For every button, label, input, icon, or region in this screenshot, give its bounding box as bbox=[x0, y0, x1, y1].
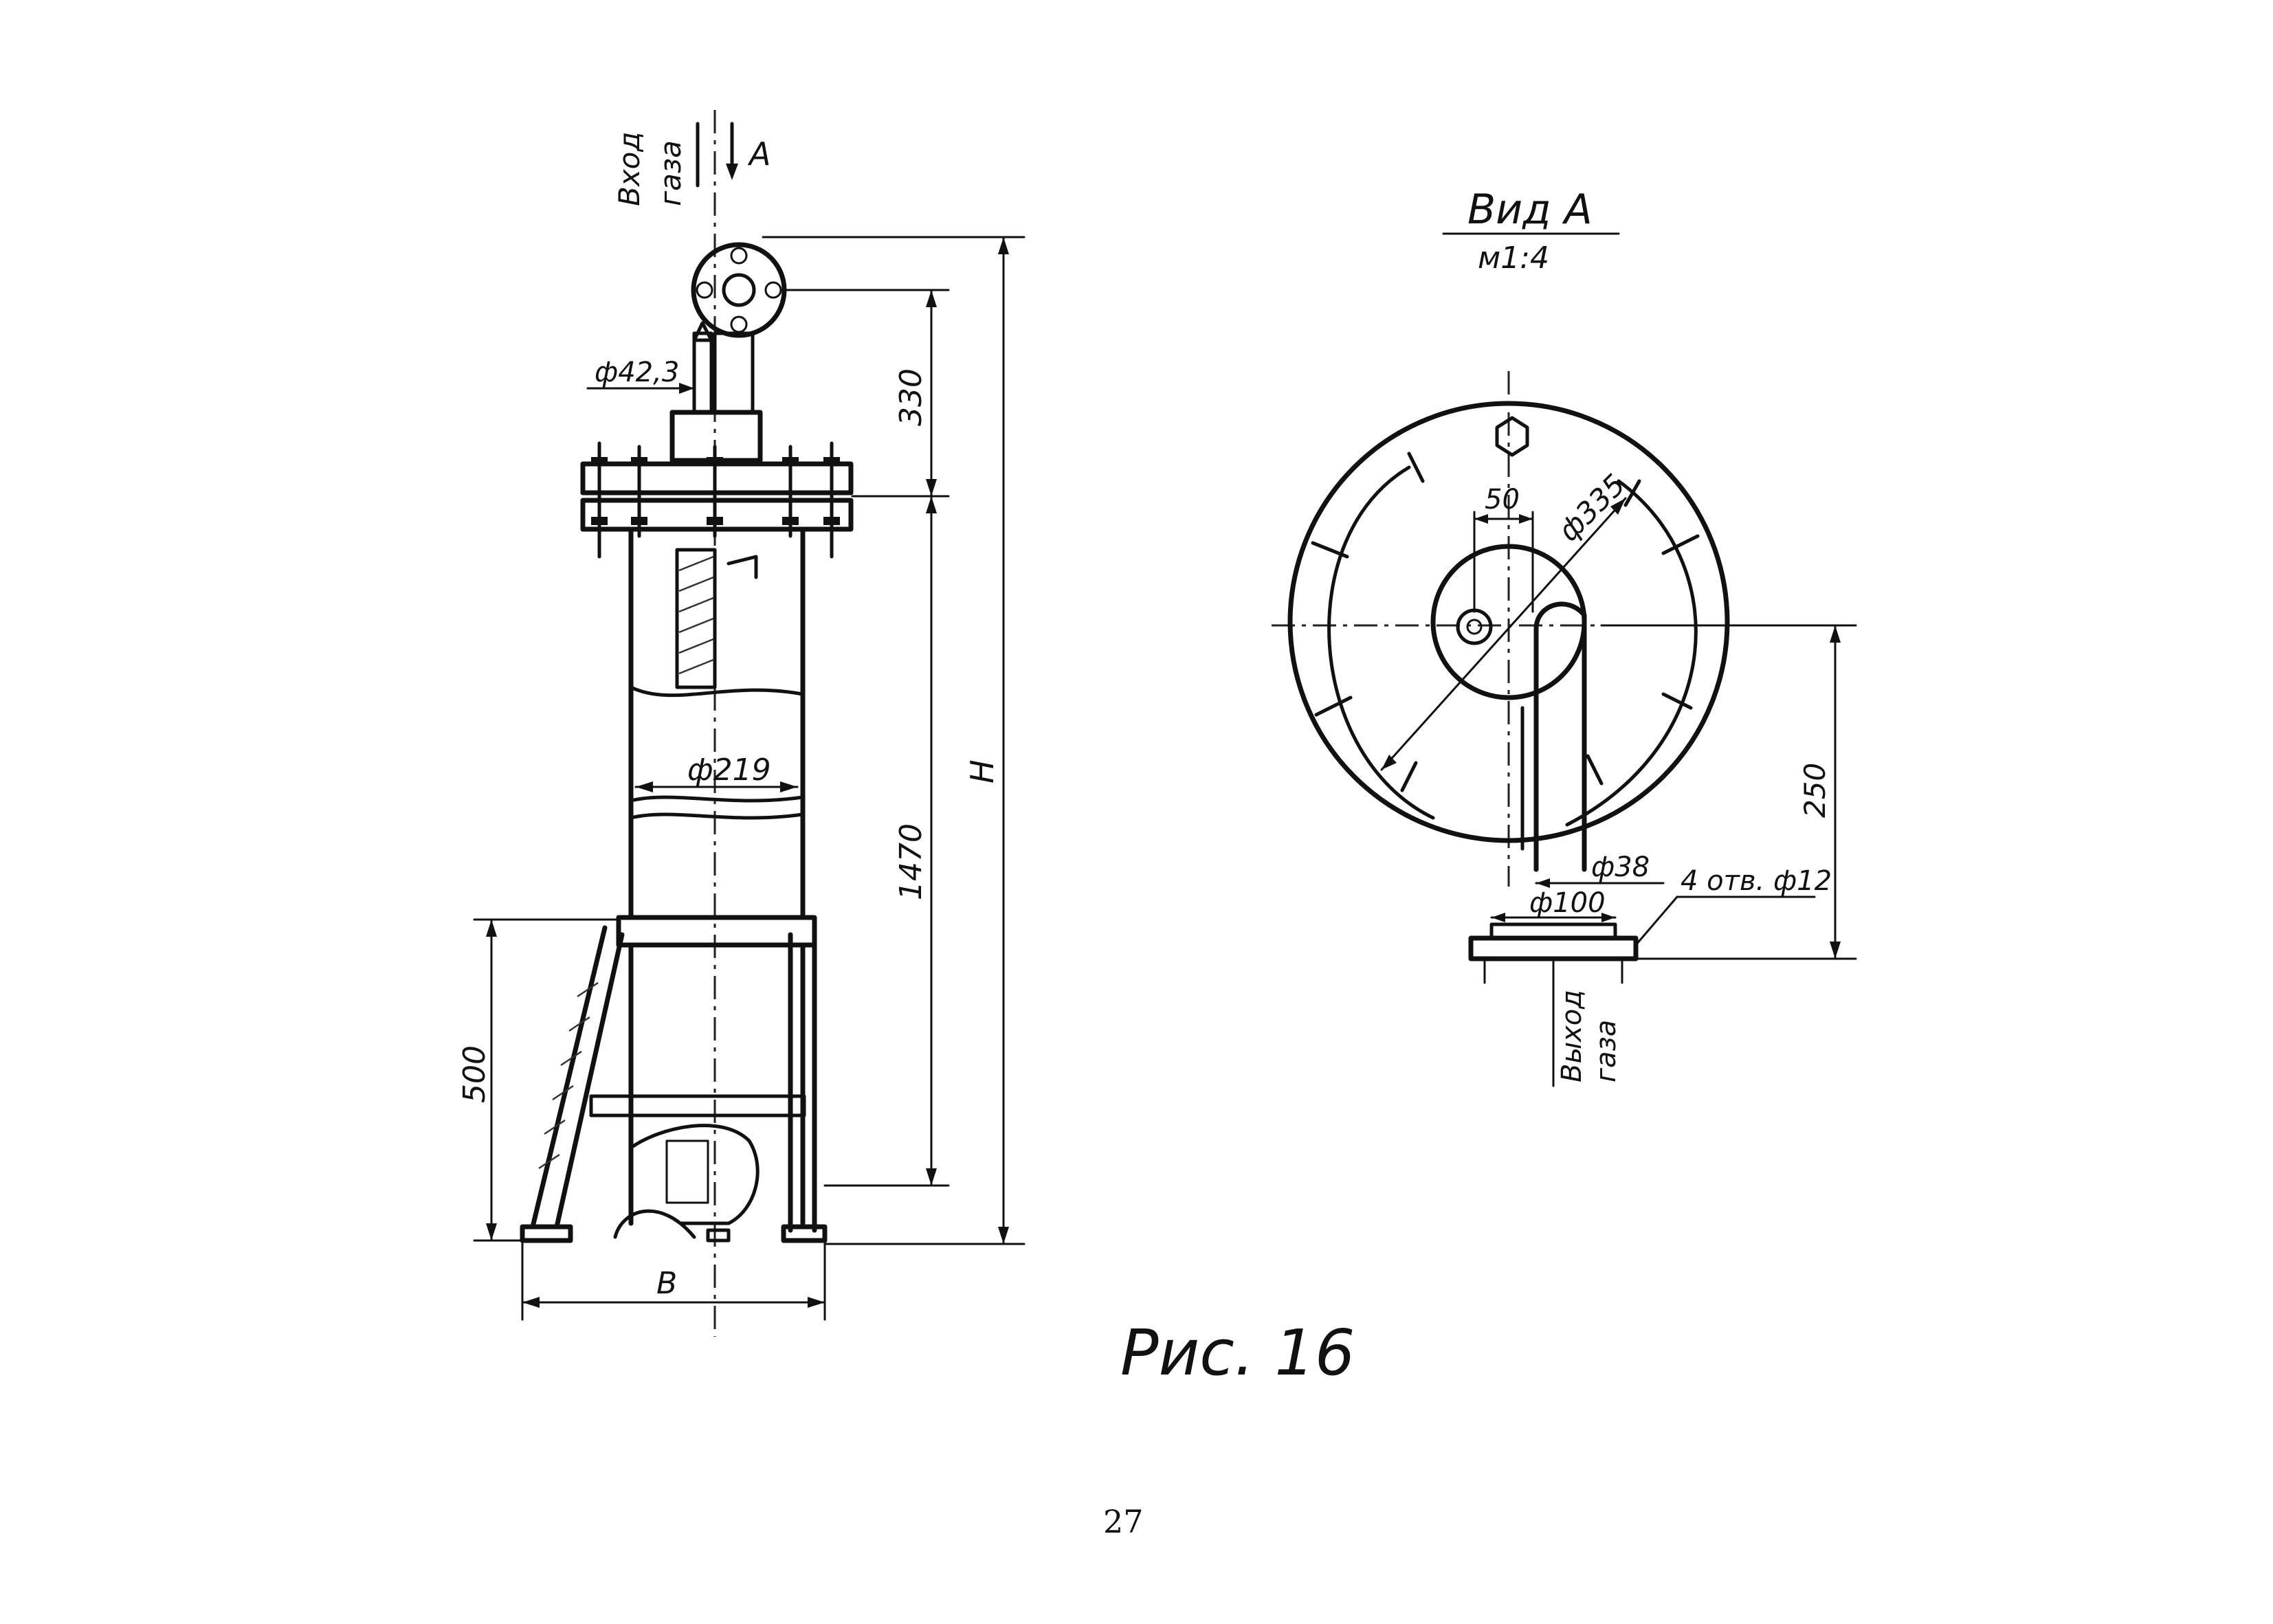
dim-leg-height-line bbox=[473, 918, 620, 1242]
dim-overall-height-line bbox=[762, 236, 1025, 1245]
view-a-title: Вид А bbox=[1467, 186, 1593, 234]
dim-body-height: 1470 bbox=[894, 823, 929, 900]
body-cylinder bbox=[628, 526, 806, 920]
inlet-flange bbox=[691, 242, 787, 338]
inlet-label-1: Вход bbox=[612, 132, 646, 206]
dim-offset-line bbox=[1473, 511, 1534, 613]
dim-flange: ф100 bbox=[1529, 887, 1606, 919]
view-a-scale: м1:4 bbox=[1478, 241, 1549, 276]
figure-caption: Рис. 16 bbox=[1120, 1316, 1355, 1390]
dim-base-width-line bbox=[521, 1239, 826, 1321]
dim-offset: 50 bbox=[1485, 484, 1520, 515]
support-stand bbox=[520, 915, 828, 1243]
outlet-label-1: Выход bbox=[1556, 990, 1588, 1082]
dim-holes: 4 отв. ф12 bbox=[1681, 865, 1832, 897]
view-arrow-label: А bbox=[747, 135, 770, 173]
view-a: Вид А м1:4 bbox=[1272, 186, 1857, 1087]
view-a-disk bbox=[1287, 401, 1730, 843]
dim-body-height-line bbox=[823, 495, 950, 1187]
dim-top-height: 330 bbox=[894, 368, 929, 426]
dim-base-width: В bbox=[656, 1266, 677, 1301]
dim-leg-height: 500 bbox=[457, 1045, 492, 1103]
dim-outlet-height-line bbox=[1600, 624, 1857, 960]
dim-body-diameter: ф219 bbox=[687, 753, 771, 788]
dim-overall-height: Н bbox=[964, 759, 1001, 783]
side-view: Вход газа А bbox=[457, 110, 1025, 1337]
dim-pipe-diameter: ф42,3 bbox=[595, 357, 679, 388]
inlet-arrow bbox=[696, 122, 738, 188]
page-number: 27 bbox=[1103, 1503, 1144, 1540]
dim-outlet-height: 250 bbox=[1798, 763, 1832, 818]
outlet-label-2: газа bbox=[1590, 1020, 1622, 1082]
inlet-label-2: газа bbox=[654, 140, 687, 206]
dim-holes-leader bbox=[1634, 896, 1678, 946]
dim-outlet-pipe: ф38 bbox=[1591, 852, 1650, 883]
dim-top-height-line bbox=[782, 289, 950, 498]
top-flange bbox=[580, 441, 854, 559]
outlet-pipe bbox=[1520, 601, 1587, 872]
